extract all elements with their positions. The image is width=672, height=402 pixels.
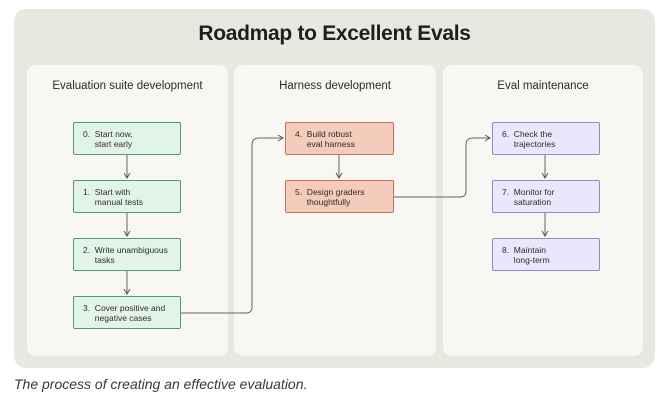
column-title-harness: Harness development bbox=[279, 80, 391, 92]
step-box-8: 8. Maintain long-term bbox=[492, 238, 600, 271]
step-box-4: 4. Build robust eval harness bbox=[285, 122, 394, 155]
step-box-7: 7. Monitor for saturation bbox=[492, 180, 600, 213]
step-box-3: 3. Cover positive and negative cases bbox=[73, 296, 181, 329]
column-title-maintenance: Eval maintenance bbox=[497, 80, 589, 92]
figure-caption: The process of creating an effective eva… bbox=[14, 376, 308, 392]
step-box-5: 5. Design graders thoughtfully bbox=[285, 180, 394, 213]
step-box-0: 0. Start now, start early bbox=[73, 122, 181, 155]
diagram-title: Roadmap to Excellent Evals bbox=[198, 22, 471, 45]
column-title-evaluation-suite: Evaluation suite development bbox=[52, 80, 203, 92]
step-box-1: 1. Start with manual tests bbox=[73, 180, 181, 213]
step-box-6: 6. Check the trajectories bbox=[492, 122, 600, 155]
step-box-2: 2. Write unambiguous tasks bbox=[73, 238, 181, 271]
